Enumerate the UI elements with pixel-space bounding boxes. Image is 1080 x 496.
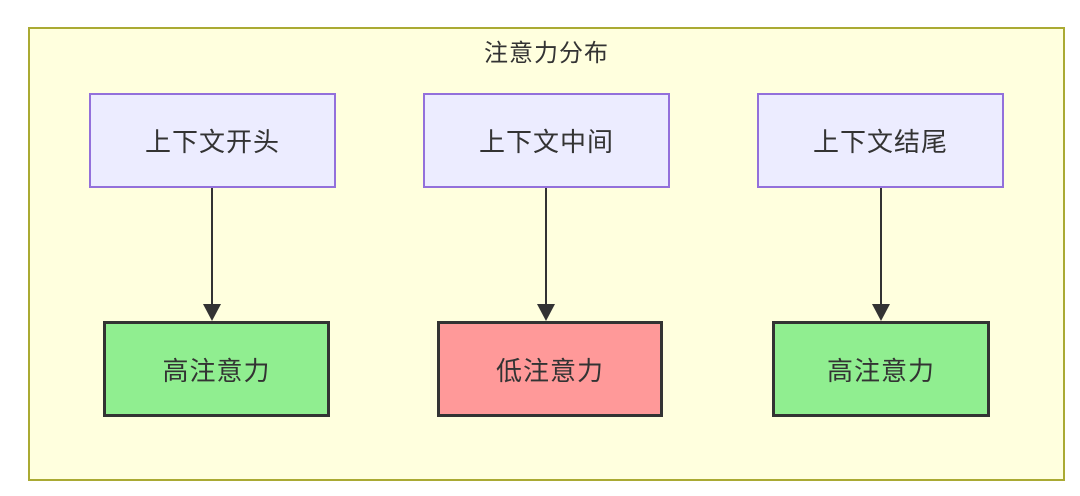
arrowhead-icon xyxy=(872,304,890,321)
source-node-context-start: 上下文开头 xyxy=(89,93,336,188)
edge-line xyxy=(211,188,213,306)
source-node-context-end: 上下文结尾 xyxy=(757,93,1004,188)
node-label: 低注意力 xyxy=(495,356,604,387)
target-node: 高注意力 xyxy=(103,321,330,417)
source-node-context-middle: 上下文中间 xyxy=(423,93,670,188)
arrowhead-icon xyxy=(203,304,221,321)
edge-line xyxy=(545,188,547,306)
node-label: 高注意力 xyxy=(826,356,935,387)
arrowhead-icon xyxy=(537,304,555,321)
node-label: 上下文开头 xyxy=(144,128,280,158)
target-node: 低注意力 xyxy=(437,321,663,417)
edge-line xyxy=(880,188,882,306)
diagram-title: 注意力分布 xyxy=(484,39,609,67)
node-label: 上下文中间 xyxy=(478,128,614,158)
node-label: 高注意力 xyxy=(162,356,271,387)
target-node: 高注意力 xyxy=(772,321,990,417)
node-label: 上下文结尾 xyxy=(812,128,948,158)
